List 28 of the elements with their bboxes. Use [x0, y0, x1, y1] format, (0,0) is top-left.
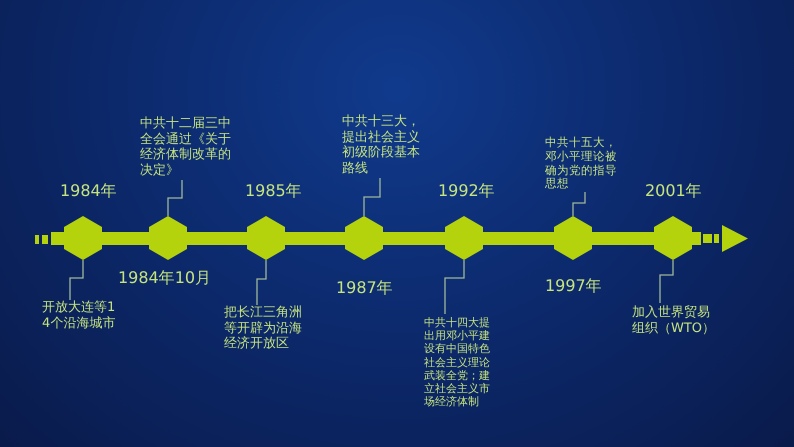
- event-description: 加入世界贸易组织（WTO）: [632, 305, 716, 336]
- year-label: 1992年: [438, 181, 495, 202]
- hexagon-marker: [64, 216, 102, 260]
- year-label: 1984年10月: [118, 268, 212, 289]
- hexagon-marker: [554, 216, 592, 260]
- leader-line: [69, 260, 84, 300]
- year-label: 1997年: [545, 276, 602, 297]
- year-label: 1987年: [336, 278, 393, 299]
- hexagon-marker: [149, 216, 187, 260]
- leader-line: [256, 260, 267, 305]
- event-description: 开放大连等14个沿海城市: [42, 300, 116, 332]
- year-label: 2001年: [645, 181, 702, 202]
- event-description: 中共十三大，提出社会主义初级阶段基本路线: [342, 114, 421, 176]
- hexagon-marker: [345, 216, 383, 260]
- event-description: 把长江三角洲等开辟为沿海经济开放区: [224, 305, 303, 352]
- event-description: 中共十五大，邓小平理论被确为党的指导思想: [545, 136, 618, 192]
- hexagon-marker: [445, 216, 483, 260]
- leader-line: [444, 260, 465, 314]
- leader-line: [572, 192, 586, 216]
- hexagon-marker: [247, 216, 285, 260]
- event-description: 中共十二届三中全会通过《关于经济体制改革的决定》: [140, 116, 232, 178]
- year-label: 1984年: [60, 181, 117, 202]
- year-label: 1985年: [245, 181, 302, 202]
- event-description: 中共十四大提出用邓小平建设有中国特色社会主义理论武装全党；建立社会主义市场经济体制: [424, 316, 491, 408]
- leader-line: [659, 260, 674, 303]
- hexagon-marker: [654, 216, 692, 260]
- leader-line: [363, 178, 381, 216]
- leader-line: [167, 180, 183, 216]
